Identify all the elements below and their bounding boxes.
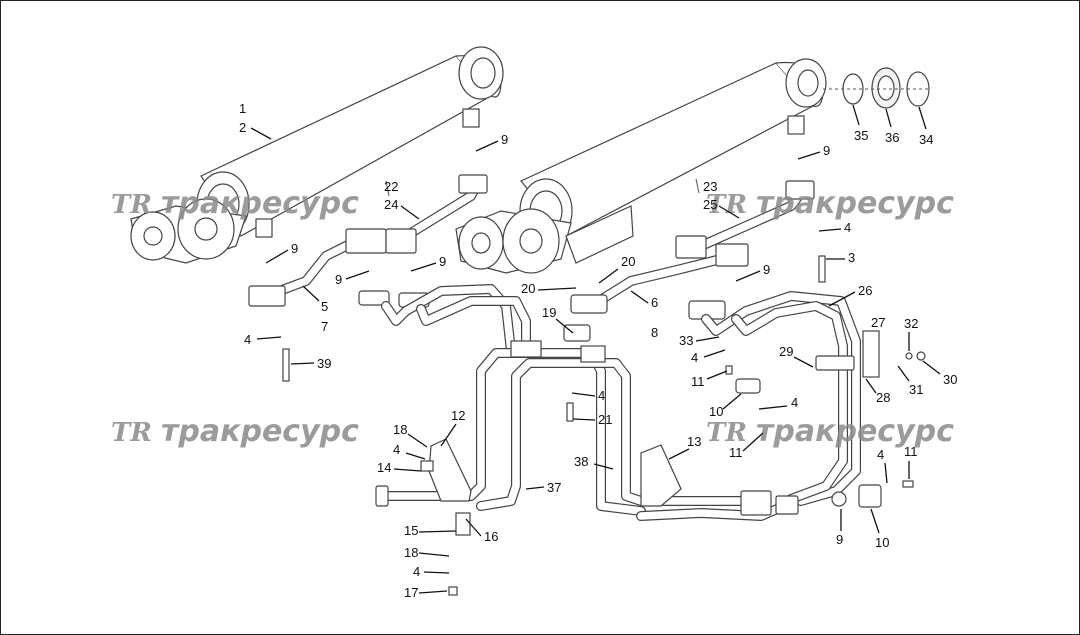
callout-label: 28 xyxy=(876,390,890,405)
callout-label: 20 xyxy=(621,254,635,269)
callout-label: 4 xyxy=(691,350,698,365)
callout-label: 37 xyxy=(547,480,561,495)
callout-label: 4 xyxy=(844,220,851,235)
callout-label: 4 xyxy=(598,388,605,403)
callout-label: 34 xyxy=(919,132,933,147)
callout-label: 36 xyxy=(885,130,899,145)
callout-label: 5 xyxy=(321,299,328,314)
right-cylinder xyxy=(455,58,931,274)
callout-label: 12 xyxy=(451,408,465,423)
callout-label: 15 xyxy=(404,523,418,538)
callout-label: 4 xyxy=(791,395,798,410)
watermark-text: тракресурс xyxy=(756,414,954,449)
callout-label: 4 xyxy=(244,332,251,347)
callout-label: 7 xyxy=(321,319,328,334)
callout-label: 22 xyxy=(384,179,398,194)
watermark-text: тракресурс xyxy=(756,186,954,221)
callout-label: 24 xyxy=(384,197,398,212)
callout-label: 4 xyxy=(413,564,420,579)
mounting-brackets xyxy=(428,330,880,536)
callout-label: 26 xyxy=(858,283,872,298)
left-cylinder xyxy=(130,46,504,264)
callout-label: 13 xyxy=(687,434,701,449)
watermark-logo: TR xyxy=(111,190,152,220)
fasteners xyxy=(282,255,926,596)
watermark-bottom-left: TR тракресурс xyxy=(111,414,359,449)
watermark-logo: TR xyxy=(706,190,747,220)
callout-label: 8 xyxy=(651,325,658,340)
callout-label: 38 xyxy=(574,454,588,469)
callout-label: 18 xyxy=(393,422,407,437)
callout-label: 14 xyxy=(377,460,391,475)
callout-label: 4 xyxy=(877,447,884,462)
callout-label: 32 xyxy=(904,316,918,331)
callout-label: 39 xyxy=(317,356,331,371)
callout-label: 9 xyxy=(291,241,298,256)
callout-label: 3 xyxy=(848,250,855,265)
callout-label: 30 xyxy=(943,372,957,387)
callout-label: 9 xyxy=(501,132,508,147)
callout-label: 11 xyxy=(904,444,918,459)
callout-label: 9 xyxy=(823,143,830,158)
callout-label: 21 xyxy=(598,412,612,427)
watermark-bottom-right: TR тракресурс xyxy=(706,414,954,449)
callout-label: 29 xyxy=(779,344,793,359)
callout-label: 1 xyxy=(239,101,246,116)
callout-label: 18 xyxy=(404,545,418,560)
callout-label: 19 xyxy=(542,305,556,320)
callout-label: 9 xyxy=(763,262,770,277)
watermark-logo: TR xyxy=(111,418,152,448)
callouts: 1 2 22 24 9 9 9 9 5 7 4 39 35 36 34 9 23… xyxy=(239,101,957,600)
callout-label: 23 xyxy=(703,179,717,194)
callout-label: 6 xyxy=(651,295,658,310)
callout-label: 11 xyxy=(729,445,743,460)
callout-label: 33 xyxy=(679,333,693,348)
callout-label: 10 xyxy=(875,535,889,550)
callout-label: 2 xyxy=(239,120,246,135)
hoses xyxy=(375,284,861,521)
callout-label: 9 xyxy=(836,532,843,547)
callout-label: 20 xyxy=(521,281,535,296)
watermark-top-right: TR тракресурс xyxy=(706,186,954,221)
steel-tubes xyxy=(248,174,815,311)
watermark-logo: TR xyxy=(706,418,747,448)
watermark-text: тракресурс xyxy=(161,414,359,449)
watermark-top-left: TR тракресурс xyxy=(111,186,359,221)
callout-label: 9 xyxy=(335,272,342,287)
callout-label: 27 xyxy=(871,315,885,330)
callout-label: 25 xyxy=(703,197,717,212)
callout-label: 9 xyxy=(439,254,446,269)
callout-label: 31 xyxy=(909,382,923,397)
callout-label: 35 xyxy=(854,128,868,143)
flange-clamps xyxy=(358,290,882,508)
callout-label: 16 xyxy=(484,529,498,544)
watermark-text: тракресурс xyxy=(161,186,359,221)
callout-label: 4 xyxy=(393,442,400,457)
callout-label: 11 xyxy=(691,374,705,389)
callout-label: 10 xyxy=(709,404,723,419)
callout-label: 17 xyxy=(404,585,418,600)
